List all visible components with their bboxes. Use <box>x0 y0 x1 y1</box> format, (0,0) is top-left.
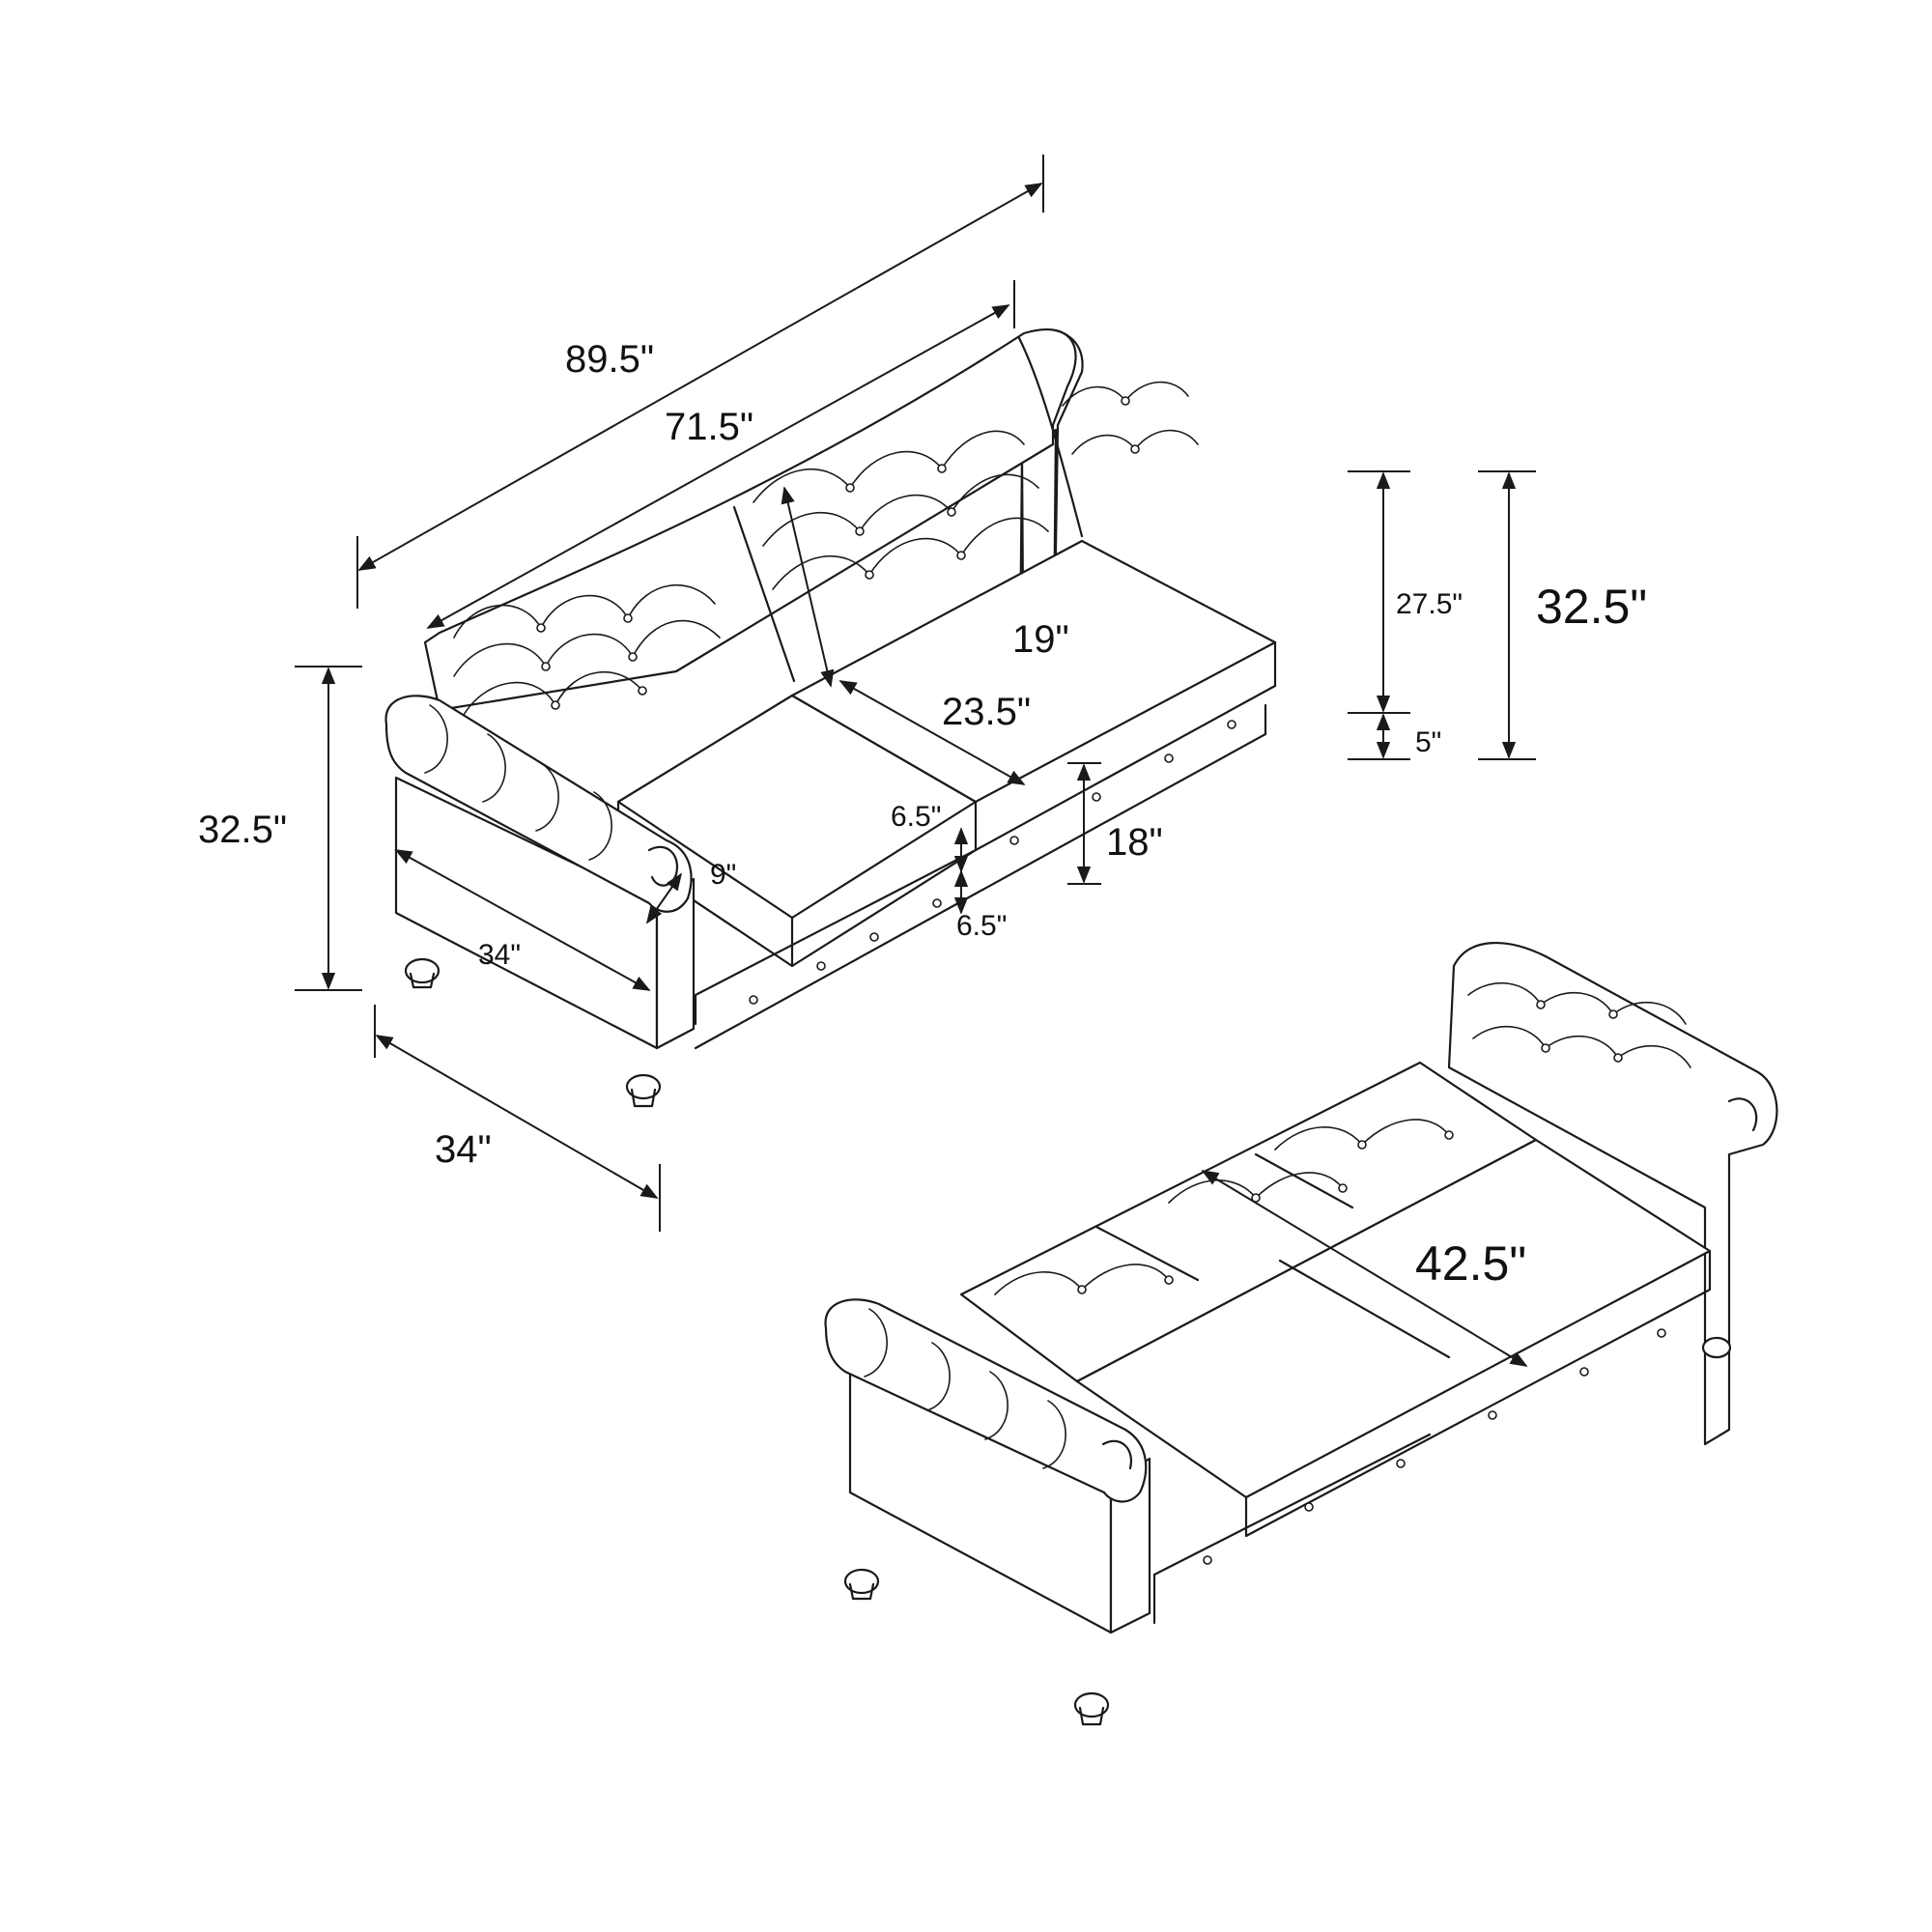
label-overall-width: 89.5" <box>565 338 654 381</box>
upright-sofa <box>384 327 1277 1108</box>
label-cushion-top: 6.5" <box>891 801 941 833</box>
label-height-right: 32.5" <box>1536 580 1647 634</box>
label-seat-height: 18" <box>1106 821 1163 864</box>
label-seat-depth: 23.5" <box>942 691 1031 733</box>
left-arm-near <box>384 695 696 1108</box>
label-back-height: 19" <box>1012 618 1069 661</box>
label-arm-width: 9" <box>710 859 736 891</box>
label-inner-width: 71.5" <box>665 406 753 448</box>
label-bed-depth: 42.5" <box>1415 1236 1526 1291</box>
dimension-lines <box>295 155 1536 1367</box>
label-back-to-seat: 27.5" <box>1396 588 1463 620</box>
label-overall-depth: 34" <box>435 1128 492 1171</box>
base-frame <box>694 703 1267 1050</box>
bed-sofa <box>824 941 1778 1726</box>
dimension-labels: 89.5" 71.5" 32.5" 34" 34" 9" 19" 23.5" 6… <box>198 338 1647 1291</box>
label-arm-depth: 34" <box>478 939 521 971</box>
label-leg-height: 5" <box>1415 726 1441 758</box>
label-height-left: 32.5" <box>198 809 287 851</box>
label-cushion-bottom: 6.5" <box>956 910 1007 942</box>
